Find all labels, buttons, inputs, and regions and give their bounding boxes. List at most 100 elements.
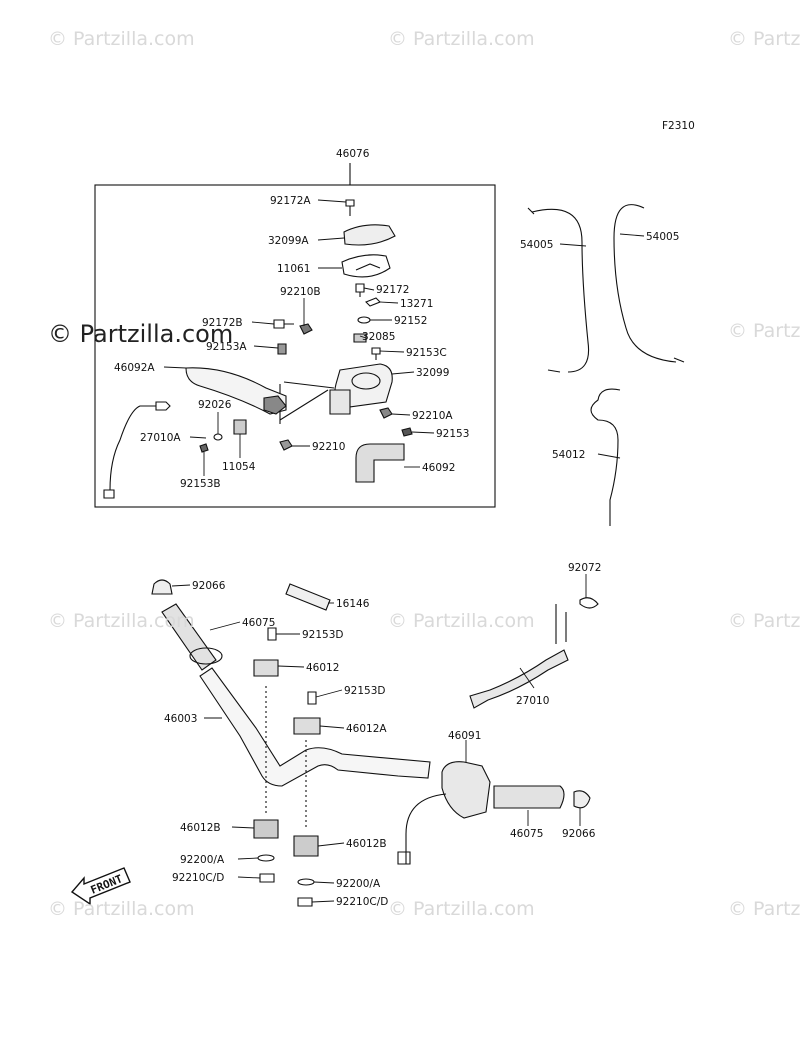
grip-46075-left xyxy=(161,603,217,671)
screw-92153c xyxy=(371,347,381,360)
part-label[interactable]: 54012 xyxy=(552,449,586,461)
diaphragm xyxy=(341,254,391,278)
washer-92200-right xyxy=(297,878,315,886)
brake-lever-46092a xyxy=(185,367,287,415)
holder-46012b-right xyxy=(293,835,319,857)
spring-92026 xyxy=(213,433,223,441)
reservoir-cap xyxy=(343,224,396,246)
part-label[interactable]: 92210 xyxy=(312,441,346,453)
nut-92210a xyxy=(379,407,393,419)
piston-32085 xyxy=(353,333,367,343)
part-label[interactable]: 92066 xyxy=(192,580,226,592)
part-label[interactable]: 92210A xyxy=(412,410,453,422)
screw-92153b xyxy=(199,443,209,453)
part-label[interactable]: 46003 xyxy=(164,713,198,725)
brake-lever-group xyxy=(103,319,313,499)
part-label[interactable]: 92210C/D xyxy=(172,872,225,884)
part-label[interactable]: 92210C/D xyxy=(336,896,389,908)
screw-92172b xyxy=(273,319,294,329)
watermark: © Partzilla.com xyxy=(728,610,800,632)
bar-end-92066-right xyxy=(573,790,591,809)
master-cylinder-assembly-box xyxy=(94,184,496,508)
watermark: © Partzilla.com xyxy=(48,28,195,50)
watermark: © Partzilla.com xyxy=(388,610,535,632)
clamp-46092 xyxy=(355,443,405,483)
part-label[interactable]: 92200/A xyxy=(336,878,381,890)
grip-46075-right xyxy=(493,785,565,809)
part-label[interactable]: 92172 xyxy=(376,284,410,296)
part-label[interactable]: 92200/A xyxy=(180,854,225,866)
screw-92172 xyxy=(355,283,365,297)
brake-switch-wire-27010a xyxy=(109,405,156,491)
part-label[interactable]: 11054 xyxy=(222,461,256,473)
part-label[interactable]: 32099A xyxy=(268,235,309,247)
clip-92072 xyxy=(579,597,599,609)
handlebar-46003 xyxy=(199,667,431,787)
part-label[interactable]: 27010 xyxy=(516,695,550,707)
handlebar-group xyxy=(151,579,599,907)
bar-end-92066-left xyxy=(151,579,173,595)
part-label[interactable]: 16146 xyxy=(336,598,370,610)
part-label[interactable]: 46076 xyxy=(336,148,370,160)
front-arrow xyxy=(70,867,131,906)
part-label[interactable]: 92066 xyxy=(562,828,596,840)
part-label[interactable]: 46092A xyxy=(114,362,155,374)
nut-92210c-right xyxy=(297,897,313,907)
screw-92172a xyxy=(345,199,355,216)
switch-11054 xyxy=(233,419,247,435)
bolt-92153 xyxy=(401,427,413,437)
part-label[interactable]: 46075 xyxy=(510,828,544,840)
watermark: © Partzilla.com xyxy=(48,898,195,920)
holder-46012 xyxy=(253,659,279,677)
watermark: © Partzilla.com xyxy=(48,610,195,632)
part-label[interactable]: 92210B xyxy=(280,286,321,298)
part-label[interactable]: 46075 xyxy=(242,617,276,629)
part-label[interactable]: 46012B xyxy=(346,838,387,850)
part-label[interactable]: 92026 xyxy=(198,399,232,411)
part-label[interactable]: 92172A xyxy=(270,195,311,207)
part-label[interactable]: 46012 xyxy=(306,662,340,674)
part-label[interactable]: 92153B xyxy=(180,478,221,490)
plate-13271 xyxy=(365,297,381,307)
part-label[interactable]: 46092 xyxy=(422,462,456,474)
watermark: © Partzilla.com xyxy=(728,28,800,50)
nut-92210 xyxy=(279,439,293,451)
watermark: © Partzilla.com xyxy=(388,28,535,50)
washer-92200-left xyxy=(257,854,275,862)
leader-lines xyxy=(163,199,645,903)
part-label[interactable]: 13271 xyxy=(400,298,434,310)
choke-cable-54012 xyxy=(590,388,621,526)
watermark: © Partzilla.com xyxy=(728,320,800,342)
throttle-tube-16146 xyxy=(285,583,331,611)
part-label[interactable]: 32099 xyxy=(416,367,450,379)
throttle-housing-46091 xyxy=(441,761,491,819)
part-label[interactable]: 92072 xyxy=(568,562,602,574)
holder-46012b-left xyxy=(253,819,279,839)
part-label[interactable]: 46091 xyxy=(448,730,482,742)
part-label[interactable]: 46012B xyxy=(180,822,221,834)
part-label[interactable]: 54005 xyxy=(646,231,680,243)
watermark: © Partzilla.com xyxy=(388,898,535,920)
part-label[interactable]: 46012A xyxy=(346,723,387,735)
part-label[interactable]: 92153C xyxy=(406,347,447,359)
holder-46012a xyxy=(293,717,321,735)
part-label[interactable]: 92153D xyxy=(344,685,386,697)
part-label[interactable]: 27010A xyxy=(140,432,181,444)
part-label[interactable]: 11061 xyxy=(277,263,311,275)
nut-92210b xyxy=(299,323,313,335)
part-label[interactable]: 54005 xyxy=(520,239,554,251)
part-label[interactable]: 92153A xyxy=(206,341,247,353)
part-label[interactable]: 92153D xyxy=(302,629,344,641)
part-label[interactable]: 32085 xyxy=(362,331,396,343)
switch-wire-27010 xyxy=(469,649,569,709)
throttle-cable-right xyxy=(613,204,677,363)
part-label[interactable]: 92172B xyxy=(202,317,243,329)
screw-92153a xyxy=(277,343,287,355)
part-label[interactable]: 92152 xyxy=(394,315,428,327)
watermark-dark: © Partzilla.com xyxy=(48,320,234,348)
washer-92152 xyxy=(357,316,371,324)
figure-code: F2310 xyxy=(662,120,695,132)
throttle-cable-left xyxy=(531,208,590,373)
part-label[interactable]: 92153 xyxy=(436,428,470,440)
